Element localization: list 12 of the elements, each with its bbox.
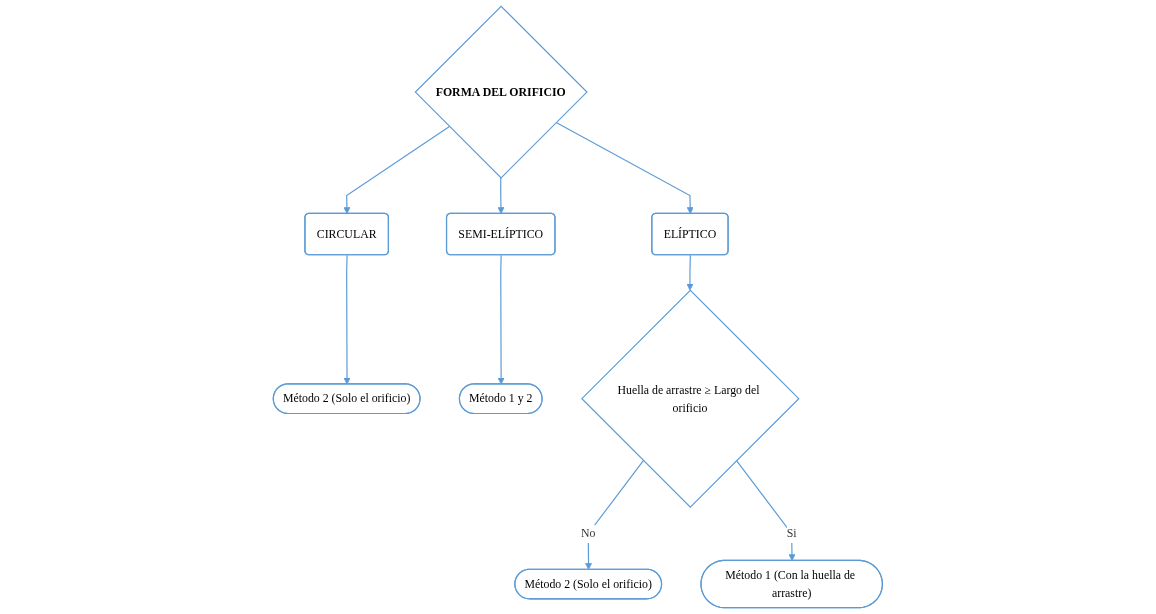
arrow	[343, 125, 451, 215]
edge-label: Si	[786, 527, 797, 540]
arrow	[686, 254, 694, 291]
node-diamond: FORMA DEL ORIFICIO	[414, 5, 588, 179]
arrow	[497, 254, 505, 385]
node-diamond: Huella de arrastre ≥ Largo del orificio	[581, 289, 800, 508]
arrow	[555, 121, 694, 215]
arrow	[497, 177, 505, 215]
arrow	[343, 254, 351, 385]
edge-label: No	[581, 527, 596, 540]
arrow	[585, 459, 645, 570]
arrow	[736, 459, 796, 562]
